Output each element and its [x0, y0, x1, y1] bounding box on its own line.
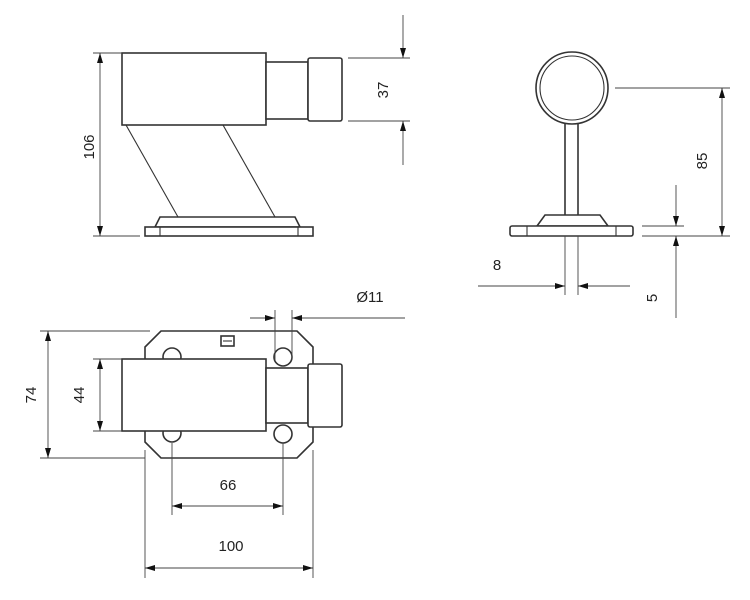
dimension-label: 5 — [644, 294, 661, 302]
plunger-neck — [265, 367, 309, 424]
mounting-hole — [273, 347, 293, 367]
mounting-hole — [273, 424, 293, 444]
base-plate — [144, 226, 314, 237]
support-leg — [125, 124, 179, 218]
rubber-cap — [307, 363, 343, 428]
dimension-label: 37 — [375, 82, 392, 99]
base-boss — [535, 214, 610, 227]
dimension-label: 100 — [218, 538, 243, 555]
dimension-label: 44 — [71, 387, 88, 404]
dimension-label: 85 — [694, 153, 711, 170]
cap-outer — [535, 51, 609, 125]
dimension-label: Ø11 — [356, 289, 383, 306]
side-view: 106 37 — [81, 15, 410, 237]
housing-cylinder — [121, 358, 267, 432]
dimension-label: 106 — [81, 134, 98, 159]
base-plate — [509, 225, 634, 237]
top-view: Ø11 74 44 66 100 — [23, 289, 405, 578]
dimension-label: 74 — [23, 387, 40, 404]
housing-cylinder — [121, 52, 267, 126]
rubber-cap — [307, 57, 343, 122]
base-flange — [153, 216, 302, 228]
plunger-neck — [265, 61, 309, 120]
dimension-label: 8 — [493, 257, 501, 274]
stem — [564, 121, 579, 218]
support-leg — [222, 124, 276, 218]
end-view: 85 5 8 — [478, 51, 730, 318]
dimension-label: 66 — [220, 477, 237, 494]
